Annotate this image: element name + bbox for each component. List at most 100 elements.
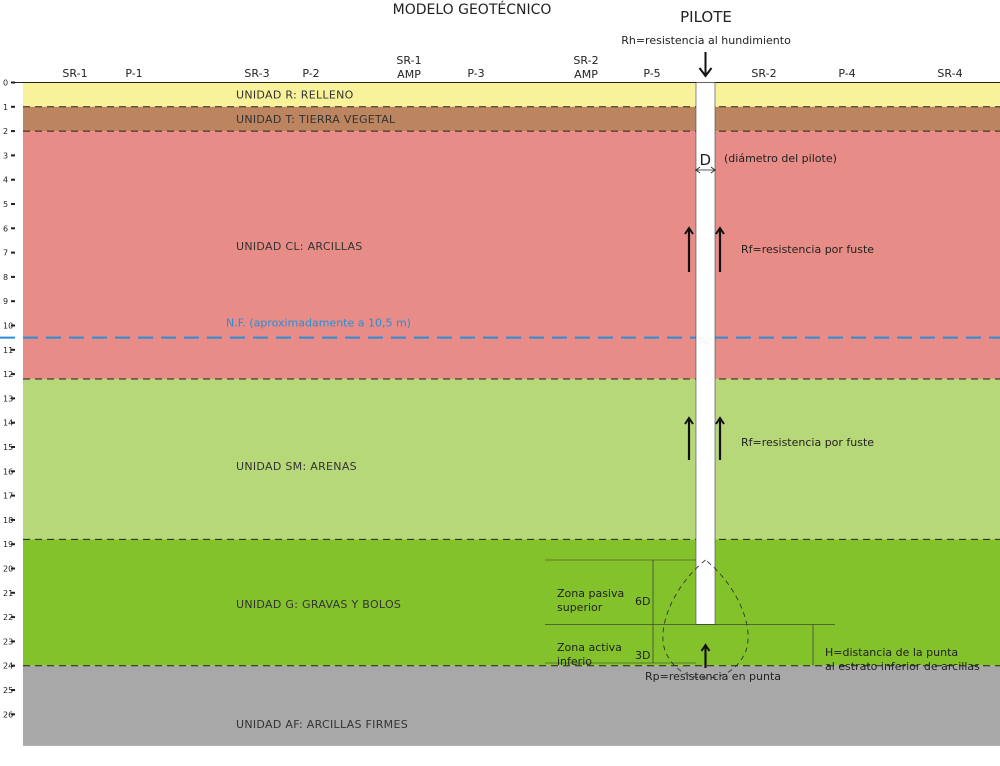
column-header-7-line1: SR-2: [573, 54, 598, 67]
depth-tick-label-17: 17: [3, 492, 13, 501]
depth-tick-25: [11, 689, 15, 691]
depth-tick-16: [11, 470, 15, 473]
layer-band-2: [23, 106, 1000, 132]
active-zone-dimension: 3D: [635, 649, 650, 662]
layer-band-1: [23, 82, 1000, 107]
unit-label-4: UNIDAD SM: ARENAS: [236, 460, 357, 473]
depth-tick-label-12: 12: [3, 370, 13, 379]
rf-clay-arrow-left-head: [684, 226, 694, 235]
column-header-5-line2: AMP: [397, 68, 421, 81]
depth-tick-3: [11, 154, 15, 157]
depth-tick-label-6: 6: [3, 224, 8, 233]
unit-label-2: UNIDAD T: TIERRA VEGETAL: [236, 113, 396, 126]
layer-band-4: [23, 378, 1000, 540]
pressure-bulb-outline: [662, 559, 749, 679]
rf-clay-arrow-right-head: [715, 226, 725, 235]
depth-tick-5: [11, 203, 15, 205]
diameter-arrowheads: [695, 166, 716, 174]
column-header-3: SR-3: [244, 67, 269, 80]
depth-tick-15: [11, 446, 15, 448]
h-distance-label-line2: al estrato inferior de arcillas: [825, 660, 980, 673]
depth-tick-label-22: 22: [3, 613, 13, 622]
depth-tick-label-15: 15: [3, 443, 13, 452]
column-header-8: P-5: [643, 67, 660, 80]
column-header-11: SR-4: [937, 67, 962, 80]
depth-tick-label-25: 25: [3, 686, 13, 695]
depth-tick-label-9: 9: [3, 297, 8, 306]
column-header-9: SR-2: [751, 67, 776, 80]
unit-label-6: UNIDAD AF: ARCILLAS FIRMES: [236, 718, 408, 731]
pile-group: D: [545, 52, 835, 679]
diameter-label: D: [700, 151, 712, 169]
rp-arrow-head: [700, 643, 711, 652]
depth-tick-label-11: 11: [3, 346, 13, 355]
pile-subtitle: Rh=resistencia al hundimiento: [621, 34, 791, 47]
unit-label-1: UNIDAD R: RELLENO: [236, 89, 354, 102]
depth-tick-label-2: 2: [3, 127, 8, 136]
rf-sand-arrow-right-head: [715, 416, 725, 425]
unit-label-3: UNIDAD CL: ARCILLAS: [236, 240, 363, 253]
depth-tick-12: [11, 373, 15, 376]
tip-resistance-label: Rp=resistencia en punta: [645, 670, 781, 683]
passive-zone-label-line2: superior: [557, 601, 603, 614]
depth-tick-21: [11, 591, 15, 594]
pile-title: PILOTE: [680, 8, 732, 26]
depth-tick-2: [11, 130, 15, 133]
layer-band-5: [23, 539, 1000, 666]
depth-tick-label-16: 16: [3, 467, 13, 476]
depth-tick-label-19: 19: [3, 540, 13, 549]
depth-tick-label-24: 24: [3, 662, 13, 671]
depth-tick-26: [11, 713, 15, 716]
depth-tick-23: [11, 640, 15, 643]
depth-tick-label-26: 26: [3, 710, 13, 719]
column-header-2: P-1: [125, 67, 142, 80]
diameter-note: (diámetro del pilote): [724, 152, 837, 165]
column-header-7-line2: AMP: [574, 68, 598, 81]
depth-tick-7: [11, 251, 15, 254]
depth-tick-18: [11, 518, 15, 521]
depth-tick-17: [11, 494, 15, 497]
depth-tick-6: [11, 227, 15, 230]
depth-tick-label-10: 10: [3, 322, 13, 331]
active-zone-label-line2: inferio: [557, 655, 592, 668]
depth-tick-label-20: 20: [3, 565, 13, 574]
depth-tick-10: [11, 324, 15, 327]
depth-tick-0: [11, 81, 15, 84]
rf-sand-arrow-left-head: [684, 416, 694, 425]
depth-tick-label-3: 3: [3, 151, 8, 160]
shaft-resistance-clay-label: Rf=resistencia por fuste: [741, 243, 874, 256]
depth-tick-1: [11, 105, 15, 108]
depth-tick-13: [11, 397, 15, 400]
depth-tick-label-18: 18: [3, 516, 13, 525]
depth-tick-11: [11, 348, 15, 351]
layer-band-6: [23, 665, 1000, 746]
depth-tick-20: [11, 567, 15, 570]
depth-tick-14: [11, 421, 15, 424]
depth-tick-label-21: 21: [3, 589, 13, 598]
passive-zone-dimension: 6D: [635, 595, 650, 608]
water-table: N.F. (aproximadamente a 10,5 m): [0, 317, 1000, 339]
passive-zone-label-line1: Zona pasiva: [557, 587, 624, 600]
depth-tick-19: [11, 543, 15, 546]
shaft-resistance-sand-label: Rf=resistencia por fuste: [741, 436, 874, 449]
h-distance-label-line1: H=distancia de la punta: [825, 646, 958, 659]
column-header-5-line1: SR-1: [396, 54, 421, 67]
depth-tick-4: [11, 178, 15, 181]
column-header-6: P-3: [467, 67, 484, 80]
column-header-1: SR-1: [62, 67, 87, 80]
layer-boundaries: [15, 82, 1000, 667]
depth-tick-22: [11, 616, 15, 619]
active-zone-label-line1: Zona activa: [557, 641, 622, 654]
depth-tick-label-13: 13: [3, 394, 13, 403]
depth-tick-label-7: 7: [3, 249, 8, 258]
depth-tick-label-0: 0: [3, 79, 8, 88]
depth-tick-label-8: 8: [3, 273, 8, 282]
depth-tick-24: [11, 664, 15, 667]
depth-tick-label-5: 5: [3, 200, 8, 209]
depth-tick-label-14: 14: [3, 419, 13, 428]
unit-label-5: UNIDAD G: GRAVAS Y BOLOS: [236, 598, 401, 611]
rh-arrow-head: [698, 67, 713, 78]
depth-scale: 0123456789101112131415161718192021222324…: [3, 79, 15, 719]
